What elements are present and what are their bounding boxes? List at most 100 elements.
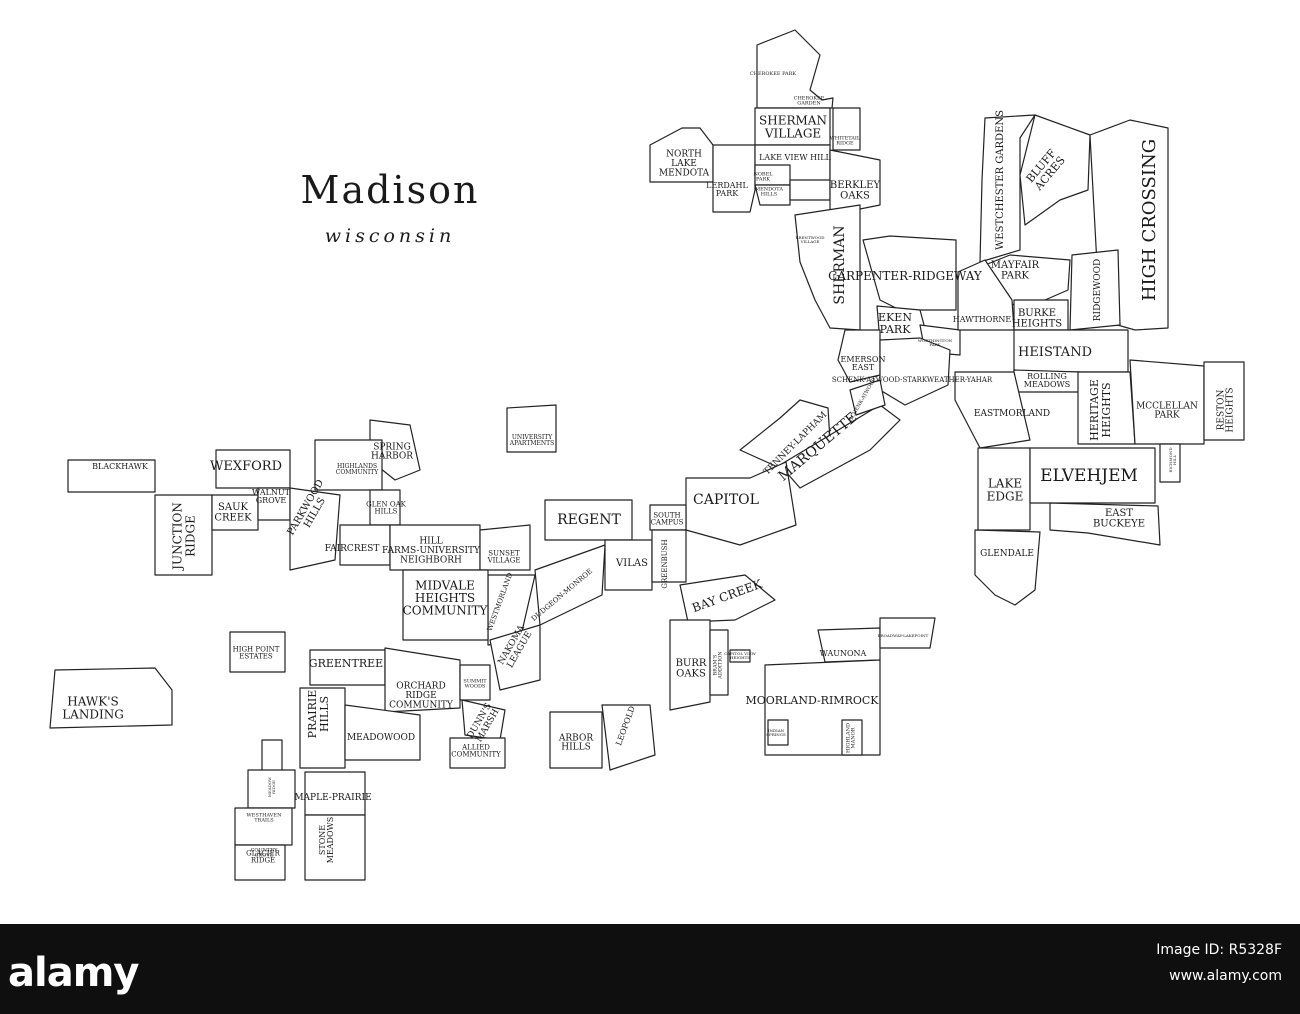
boundary-whitetail-ridge: [712, 144, 756, 213]
boundary-brentwood-village: [862, 235, 957, 311]
label-stone-meadows: STONEMEADOWS: [318, 817, 335, 863]
label-hawthorne: HAWTHORNE: [953, 315, 1012, 324]
boundary-mayfair-park: [1069, 249, 1121, 331]
boundary-orchard-ridge-community: [459, 664, 491, 701]
boundary-vilas: [651, 529, 687, 583]
boundary-capitol-view-heights: [229, 631, 286, 673]
label-bram-s-addition: BRAM'SADDITION: [712, 651, 723, 680]
boundary-burke-heights: [957, 259, 1015, 331]
boundary-berkley-oaks: [829, 149, 881, 216]
boundary-high-point-estates: [49, 667, 173, 729]
label-high-crossing: HIGH CROSSING: [1139, 139, 1160, 301]
boundary-moorland-rimrock: [767, 719, 789, 746]
boundary-indian-springs: [841, 719, 863, 756]
boundary-lake-edge: [1029, 447, 1156, 504]
stock-footer: alamy Image ID: R5328F www.alamy.com: [0, 924, 1300, 1014]
boundary-nakoma-league: [679, 574, 776, 623]
boundary-prairie-hills: [344, 704, 421, 761]
boundary-arbor-hills: [601, 704, 656, 771]
label-broadway-lakepoint: BROADWAY-LAKEPOINT: [878, 633, 929, 638]
boundary-richmond-hill: [977, 447, 1031, 531]
boundary-sherman: [794, 204, 861, 331]
label-blackhawk: BLACKHAWK: [92, 462, 149, 471]
label-moorland-rimrock: MOORLAND-RIMROCK: [745, 694, 879, 707]
label-regent: REGENT: [557, 512, 621, 528]
label-faircrest: FAIRCREST: [325, 544, 380, 554]
boundary-east-buckeye: [974, 529, 1041, 606]
boundary-eastmorland: [1159, 443, 1181, 483]
label-carpenter-ridgeway: CARPENTER-RIDGEWAY: [828, 269, 983, 283]
boundary-bram-s-addition: [729, 649, 751, 663]
label-wexford: WEXFORD: [210, 459, 282, 474]
label-meadowood: MEADOWOOD: [347, 733, 415, 743]
neighborhood-boundaries: [49, 29, 1245, 881]
boundary-country-grove: [234, 844, 286, 881]
label-vilas: VILAS: [615, 558, 648, 569]
boundary-elvehjem: [1049, 502, 1161, 546]
boundary-marquette: [849, 379, 886, 416]
boundary-emerson-east: [879, 337, 951, 406]
boundary-reston-heights: [954, 371, 1031, 449]
label-highland-manor: HIGHLANDMANOR: [845, 723, 856, 753]
label-heritage-heights: HERITAGEHEIGHTS: [1088, 379, 1113, 441]
label-glendale: GLENDALE: [980, 549, 1034, 559]
boundary-maple-prairie: [304, 814, 366, 881]
boundary-greenbush: [534, 544, 606, 626]
boundary-waunona: [879, 617, 936, 649]
boundary-mcclellan-park: [1203, 361, 1245, 441]
label-heistand: HEISTAND: [1018, 345, 1092, 360]
label-junction-ridge: JUNCTIONRIDGE: [170, 502, 197, 572]
label-lake-view-hill: LAKE VIEW HILL: [759, 153, 831, 162]
boundary-sherman-village: [832, 107, 861, 151]
label-richmond-hill: RICHMONDHILL: [1168, 447, 1177, 472]
boundary-heritage-heights: [1129, 359, 1205, 445]
boundary-summit-woods: [299, 687, 346, 769]
label-reston-heights: RESTONHEIGHTS: [1216, 387, 1235, 432]
label-waunona: WAUNONA: [820, 649, 867, 658]
label-capitol: CAPITOL: [693, 492, 759, 508]
map-subtitle: wisconsin: [324, 225, 456, 247]
boundary-highlands-community: [154, 494, 213, 576]
label-westchester-gardens: WESTCHESTER GARDENS: [995, 110, 1006, 250]
boundary-westhaven-trails: [234, 807, 293, 846]
boundary-burr-oaks: [709, 629, 729, 696]
map-title: Madison: [300, 168, 480, 212]
site-url-text: www.alamy.com: [1169, 968, 1282, 984]
label-schenk-atwood-starkweather-yahar: SCHENK-ATWOOD-STARKWEATHER-YAHAR: [832, 376, 993, 384]
boundary-walnut-grove: [289, 487, 341, 571]
